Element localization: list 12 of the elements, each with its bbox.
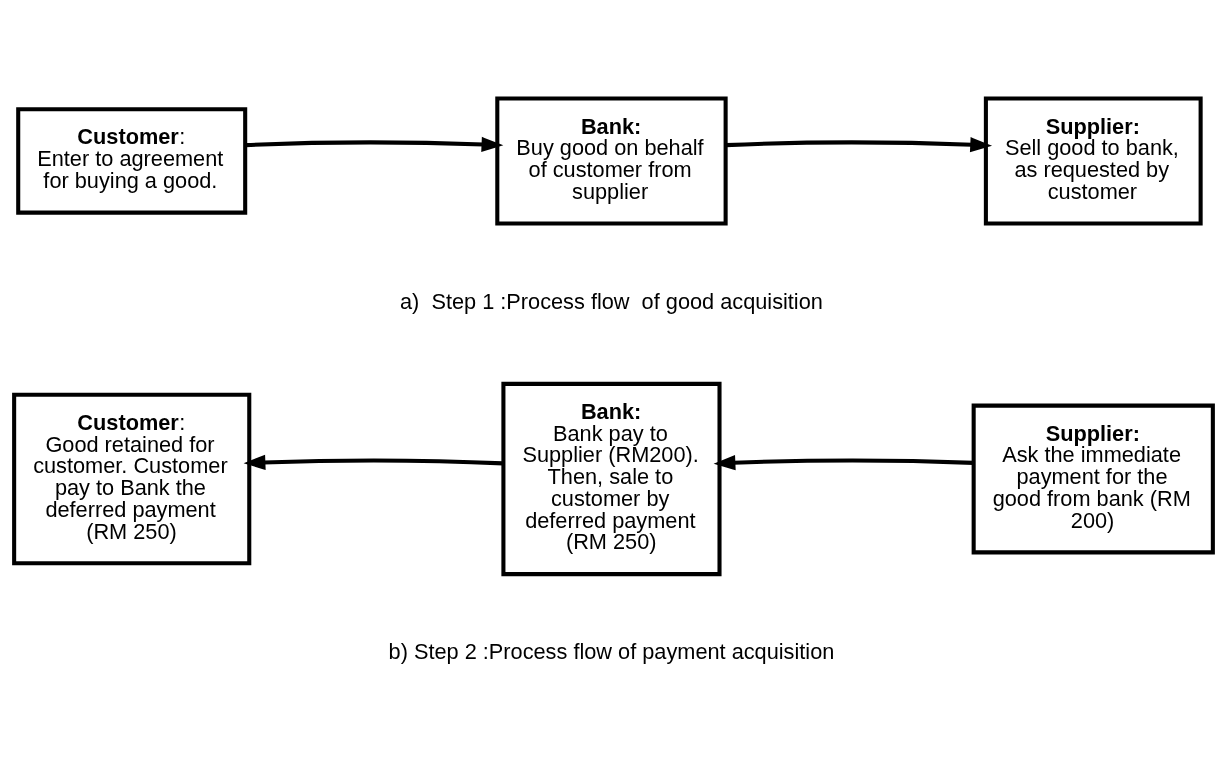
arrow	[713, 455, 974, 471]
label: b) Step 2 :Process flow of payment acquisition	[388, 639, 835, 665]
node-box: Bank: Bank pay to Supplier (RM200). Then, sale to customer by deferred payment (RM 250)	[501, 381, 722, 577]
node-box: Customer: Good retained for customer. Customer pay to Bank the deferred payment (RM 250)	[12, 392, 252, 566]
node-box: Bank: Buy good on behalf of customer from supplier	[495, 96, 728, 226]
node-box: Customer: Enter to agreement for buying a good.	[16, 107, 248, 215]
arrow	[243, 454, 504, 470]
node-box: Supplier: Ask the immediate payment for the good from bank (RM 200)	[971, 403, 1215, 555]
label: a) Step 1 :Process flow of good acquisition	[400, 288, 823, 314]
node-box: Supplier: Sell good to bank, as requested by customer	[983, 96, 1203, 226]
arrow	[245, 136, 504, 153]
arrow	[725, 137, 993, 153]
